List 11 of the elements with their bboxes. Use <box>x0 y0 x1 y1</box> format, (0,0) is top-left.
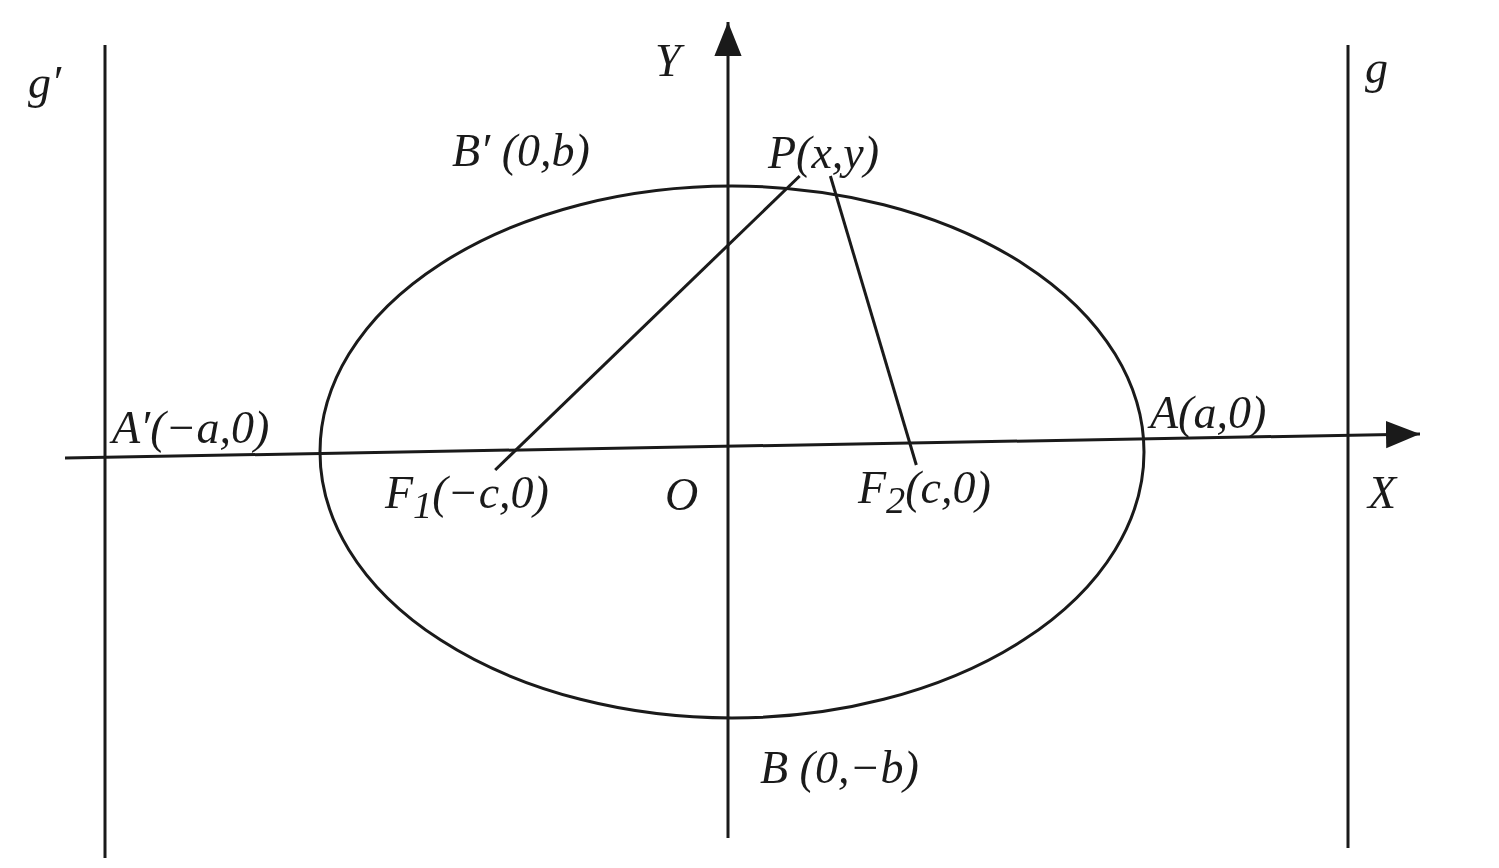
focus-label: F$_{2}$(c,0) <box>858 465 991 520</box>
line-segment <box>494 174 801 472</box>
line-label: g′ <box>28 60 62 106</box>
axis-label: X <box>1368 470 1397 516</box>
line-segment <box>828 175 918 466</box>
point-label: B (0,−b) <box>760 745 919 791</box>
focus-label: F$_{1}$(−c,0) <box>385 470 549 525</box>
line-label: g <box>1365 45 1388 91</box>
point-label: P(x,y) <box>768 130 880 176</box>
point-label: B′ (0,b) <box>452 128 590 174</box>
origin-label: O <box>665 472 699 518</box>
